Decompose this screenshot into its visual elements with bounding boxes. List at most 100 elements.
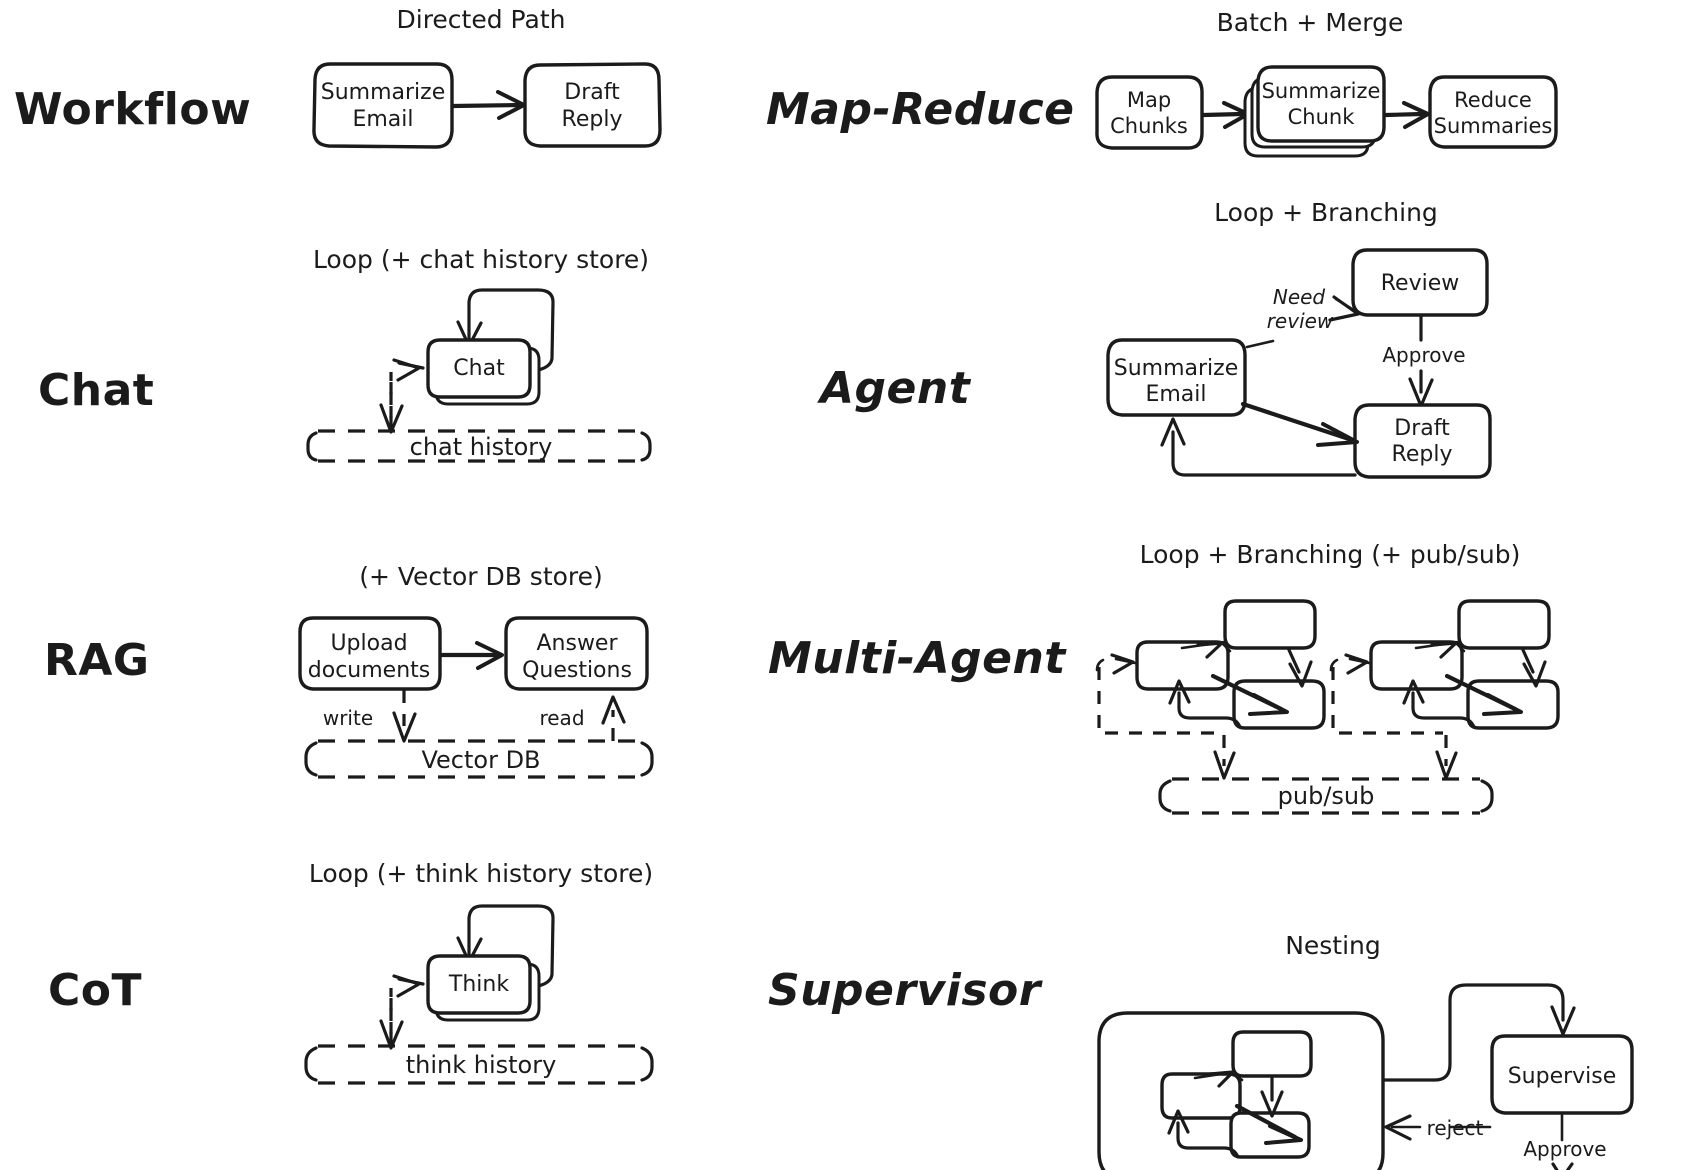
edge-b1-to-b3 [1444,673,1523,716]
edge-approve: Approve [1382,315,1466,408]
node-sub3[interactable] [1229,1111,1311,1159]
node-label-line1: Summarize [1114,356,1239,381]
edge-chat-history-read [389,358,425,429]
edge-need-review: Need review [1245,285,1362,349]
node-reduce-summaries[interactable]: Reduce Summaries [1428,75,1558,149]
panel-cot: CoT Loop (+ think history store) Think t… [48,859,654,1085]
panel-supervisor: Supervisor Nesting [768,931,1634,1170]
edge-summarize-to-draft [1240,401,1359,447]
node-b3[interactable] [1466,679,1560,730]
node-stack-layer-front [1256,65,1386,143]
node-summarize-chunk[interactable]: Summarize Chunk [1243,65,1386,158]
edge-a2-to-a3 [1287,648,1313,688]
node-b2[interactable] [1457,599,1551,650]
edge-label-review: review [1267,309,1334,333]
node-supervise[interactable]: Supervise [1490,1034,1634,1115]
node-label-supervise: Supervise [1508,1064,1617,1089]
node-label-line2: Summaries [1434,114,1553,138]
store-label-vector-db: Vector DB [421,746,540,774]
node-draft-reply[interactable]: Draft Reply [1353,403,1492,479]
row-label-agent: Agent [817,363,972,414]
edge-group-to-supervise [1383,983,1576,1082]
edge-a1-to-a3 [1210,673,1289,716]
edge-sub2-to-sub3 [1260,1076,1284,1118]
node-stack-layer-front [426,954,532,1015]
node-chat[interactable]: Chat [426,338,541,406]
node-think[interactable]: Think [426,954,541,1022]
edge-pubsub-to-b1 [1344,653,1371,675]
edge-draft-back-to-summarize [1160,417,1357,477]
node-a3[interactable] [1232,679,1326,730]
edge-think-history-write [379,998,404,1050]
node-sub1[interactable] [1160,1072,1242,1120]
store-vector-db[interactable]: Vector DB [304,739,654,779]
store-pub-sub[interactable]: pub/sub [1158,777,1494,815]
edge-sub1-to-sub3 [1234,1103,1303,1145]
node-label-line1: Draft [564,80,620,105]
node-summarize-email[interactable]: Summarize Email [312,62,454,149]
node-draft-reply[interactable]: Draft Reply [523,62,662,148]
node-sub2[interactable] [1231,1030,1313,1078]
node-label-line2: Chunk [1288,105,1356,129]
row-label-workflow: Workflow [14,84,251,135]
row-label-chat: Chat [38,365,154,416]
edge-reject: reject [1384,1114,1492,1141]
store-label-pub-sub: pub/sub [1278,782,1375,810]
row-label-supervisor: Supervisor [768,965,1043,1016]
node-upload-documents[interactable]: Upload documents [298,616,442,691]
node-a2[interactable] [1223,599,1317,650]
node-map-chunks[interactable]: Map Chunks [1095,75,1204,150]
edge-b1-to-b2 [1414,640,1466,659]
node-summarize-email[interactable]: Summarize Email [1106,338,1247,417]
node-label-review: Review [1381,271,1460,296]
panel-title-map-reduce: Batch + Merge [1217,8,1404,37]
row-label-map-reduce: Map-Reduce [766,84,1075,135]
edge-read-from-vector-db: read [539,695,626,741]
edge-sub3-back-to-sub1 [1167,1109,1240,1159]
node-label-line2: Reply [1392,442,1453,467]
node-label-line2: Chunks [1110,114,1188,138]
edge-summarize-to-draft [450,90,526,120]
node-answer-questions[interactable]: Answer Questions [504,616,649,691]
node-label-line1: Reduce [1454,88,1532,112]
row-label-multi-agent: Multi-Agent [768,633,1067,684]
node-label-line1: Draft [1394,416,1450,441]
panel-agent: Agent Loop + Branching Summarize Email N… [817,198,1492,479]
panel-workflow: Workflow Directed Path Summarize Email D… [14,5,662,149]
edge-a3-back-to-a1 [1168,679,1242,729]
store-think-history[interactable]: think history [304,1044,654,1085]
node-label-line2: Email [1145,382,1206,407]
multi-agent-cluster-a [1095,599,1326,780]
edge-upload-to-answer [439,641,504,670]
store-label-think-history: think history [406,1051,557,1079]
node-label-line2: Reply [562,107,623,132]
node-label-line1: Summarize [1262,79,1381,103]
panel-title-cot: Loop (+ think history store) [309,859,653,888]
panel-chat: Chat Loop (+ chat history store) Chat [38,245,652,463]
edge-label-reject: reject [1427,1116,1484,1140]
node-label-line1: Upload [330,631,407,656]
panel-map-reduce: Map-Reduce Batch + Merge Map Chunks Summ… [766,8,1558,158]
edge-b2-to-b3 [1521,648,1547,688]
edge-a1-to-a2 [1180,640,1232,659]
edge-pubsub-to-a1 [1110,653,1137,675]
edge-think-history-read [389,974,425,1045]
edge-sub1-to-sub2 [1193,1070,1244,1088]
edge-label-read: read [539,706,584,730]
edge-supervise-approve-out: Approve [1523,1113,1607,1170]
edge-map-to-summarize [1201,101,1250,129]
store-chat-history[interactable]: chat history [306,429,652,463]
edge-write-to-vector-db: write [323,690,417,743]
panel-title-workflow: Directed Path [397,5,566,34]
store-label-chat-history: chat history [410,433,553,461]
edge-label-need: Need [1273,285,1326,309]
node-review[interactable]: Review [1351,248,1489,317]
node-label-think: Think [448,972,509,997]
node-label-line2: Email [352,107,413,132]
node-stack-layer-front [426,338,532,399]
node-label-line2: Questions [522,658,632,683]
node-label-line1: Map [1127,88,1171,112]
row-label-rag: RAG [44,635,150,686]
